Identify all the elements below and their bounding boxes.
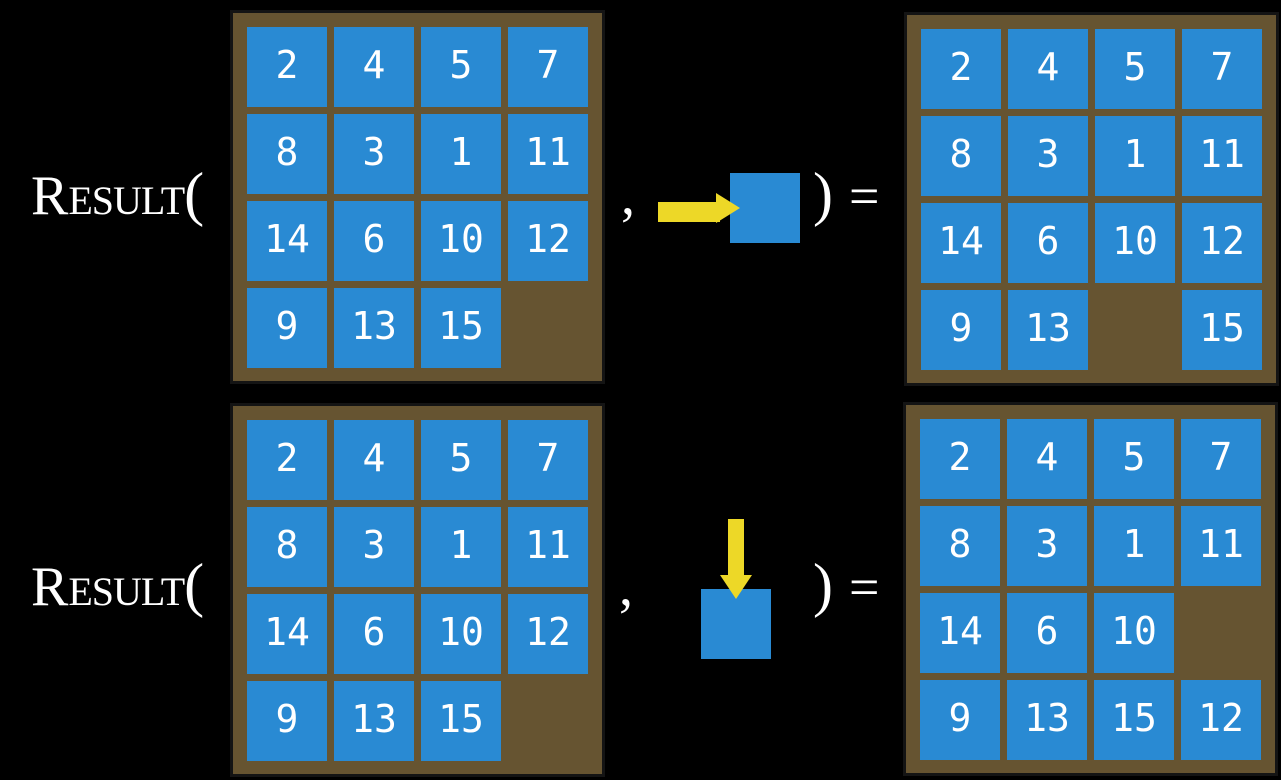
close-paren-equals: ) =	[813, 164, 879, 224]
puzzle-tile: 2	[921, 29, 1001, 109]
puzzle-tile: 15	[1182, 290, 1262, 370]
puzzle-tile: 10	[421, 201, 501, 281]
close-paren: )	[813, 552, 833, 618]
blank-cell	[508, 288, 588, 368]
blank-cell	[508, 681, 588, 761]
puzzle-tile: 10	[1094, 593, 1174, 673]
puzzle-tile: 10	[421, 594, 501, 674]
puzzle-tile: 12	[1181, 680, 1261, 760]
puzzle-tile: 3	[1008, 116, 1088, 196]
puzzle-tile: 6	[1007, 593, 1087, 673]
puzzle-tile: 3	[334, 507, 414, 587]
puzzle-tile: 3	[334, 114, 414, 194]
result-function-label: R ESULT (	[31, 555, 204, 615]
blank-cell	[1095, 290, 1175, 370]
blank-cell	[1181, 593, 1261, 673]
puzzle-tile: 12	[508, 594, 588, 674]
puzzle-tile: 5	[1095, 29, 1175, 109]
puzzle-tile: 7	[508, 420, 588, 500]
result-label-smallcaps: ESULT	[68, 569, 185, 614]
puzzle-tile: 11	[1182, 116, 1262, 196]
open-paren: (	[184, 161, 205, 227]
puzzle-tile: 14	[247, 594, 327, 674]
puzzle-tile: 9	[247, 681, 327, 761]
result-label-capital: R	[31, 556, 69, 618]
puzzle-tile: 14	[920, 593, 1000, 673]
puzzle-tile: 15	[421, 288, 501, 368]
puzzle-tile: 2	[247, 27, 327, 107]
puzzle-tile: 10	[1095, 203, 1175, 283]
puzzle-tile: 4	[334, 27, 414, 107]
puzzle-tile: 13	[1007, 680, 1087, 760]
comma-separator: ,	[621, 165, 635, 227]
puzzle-tile: 4	[1008, 29, 1088, 109]
puzzle-tile: 12	[1182, 203, 1262, 283]
blank-tile-square	[730, 173, 800, 243]
puzzle-tile: 8	[920, 506, 1000, 586]
puzzle-tile: 1	[421, 507, 501, 587]
puzzle-tile: 13	[334, 288, 414, 368]
equals-sign: =	[848, 166, 880, 226]
puzzle-tile: 13	[334, 681, 414, 761]
action-move-right-icon	[658, 173, 800, 243]
action-move-down-icon	[701, 519, 771, 659]
puzzle-tile: 9	[247, 288, 327, 368]
puzzle-tile: 14	[921, 203, 1001, 283]
open-paren: (	[184, 552, 205, 618]
puzzle-tile: 9	[920, 680, 1000, 760]
down-arrow-icon	[720, 519, 752, 599]
right-arrow-icon	[658, 193, 740, 223]
puzzle-tile: 7	[1182, 29, 1262, 109]
puzzle-tile: 11	[508, 507, 588, 587]
result-function-label: R ESULT (	[31, 164, 204, 224]
puzzle-tile: 4	[334, 420, 414, 500]
puzzle-tile: 5	[421, 420, 501, 500]
puzzle-tile: 1	[1095, 116, 1175, 196]
puzzle-tile: 8	[247, 114, 327, 194]
puzzle-tile: 1	[1094, 506, 1174, 586]
puzzle-tile: 3	[1007, 506, 1087, 586]
puzzle-tile: 6	[334, 594, 414, 674]
puzzle-tile: 15	[1094, 680, 1174, 760]
puzzle-tile: 11	[1181, 506, 1261, 586]
puzzle-tile: 2	[920, 419, 1000, 499]
puzzle-tile: 6	[1008, 203, 1088, 283]
puzzle-tile: 7	[1181, 419, 1261, 499]
puzzle-tile: 1	[421, 114, 501, 194]
puzzle-tile: 2	[247, 420, 327, 500]
close-paren: )	[813, 161, 833, 227]
close-paren-equals: ) =	[813, 555, 879, 615]
puzzle-tile: 5	[421, 27, 501, 107]
puzzle-tile: 15	[421, 681, 501, 761]
puzzle-tile: 5	[1094, 419, 1174, 499]
puzzle-tile: 12	[508, 201, 588, 281]
blank-tile-square	[701, 589, 771, 659]
puzzle-tile: 8	[921, 116, 1001, 196]
puzzle-tile: 13	[1008, 290, 1088, 370]
puzzle-tile: 11	[508, 114, 588, 194]
result-label-capital: R	[31, 165, 69, 227]
comma-separator: ,	[619, 556, 633, 618]
puzzle-tile: 7	[508, 27, 588, 107]
puzzle-tile: 8	[247, 507, 327, 587]
puzzle-tile: 4	[1007, 419, 1087, 499]
puzzle-tile: 6	[334, 201, 414, 281]
equals-sign: =	[848, 557, 880, 617]
result-label-smallcaps: ESULT	[68, 178, 185, 223]
puzzle-tile: 9	[921, 290, 1001, 370]
puzzle-tile: 14	[247, 201, 327, 281]
